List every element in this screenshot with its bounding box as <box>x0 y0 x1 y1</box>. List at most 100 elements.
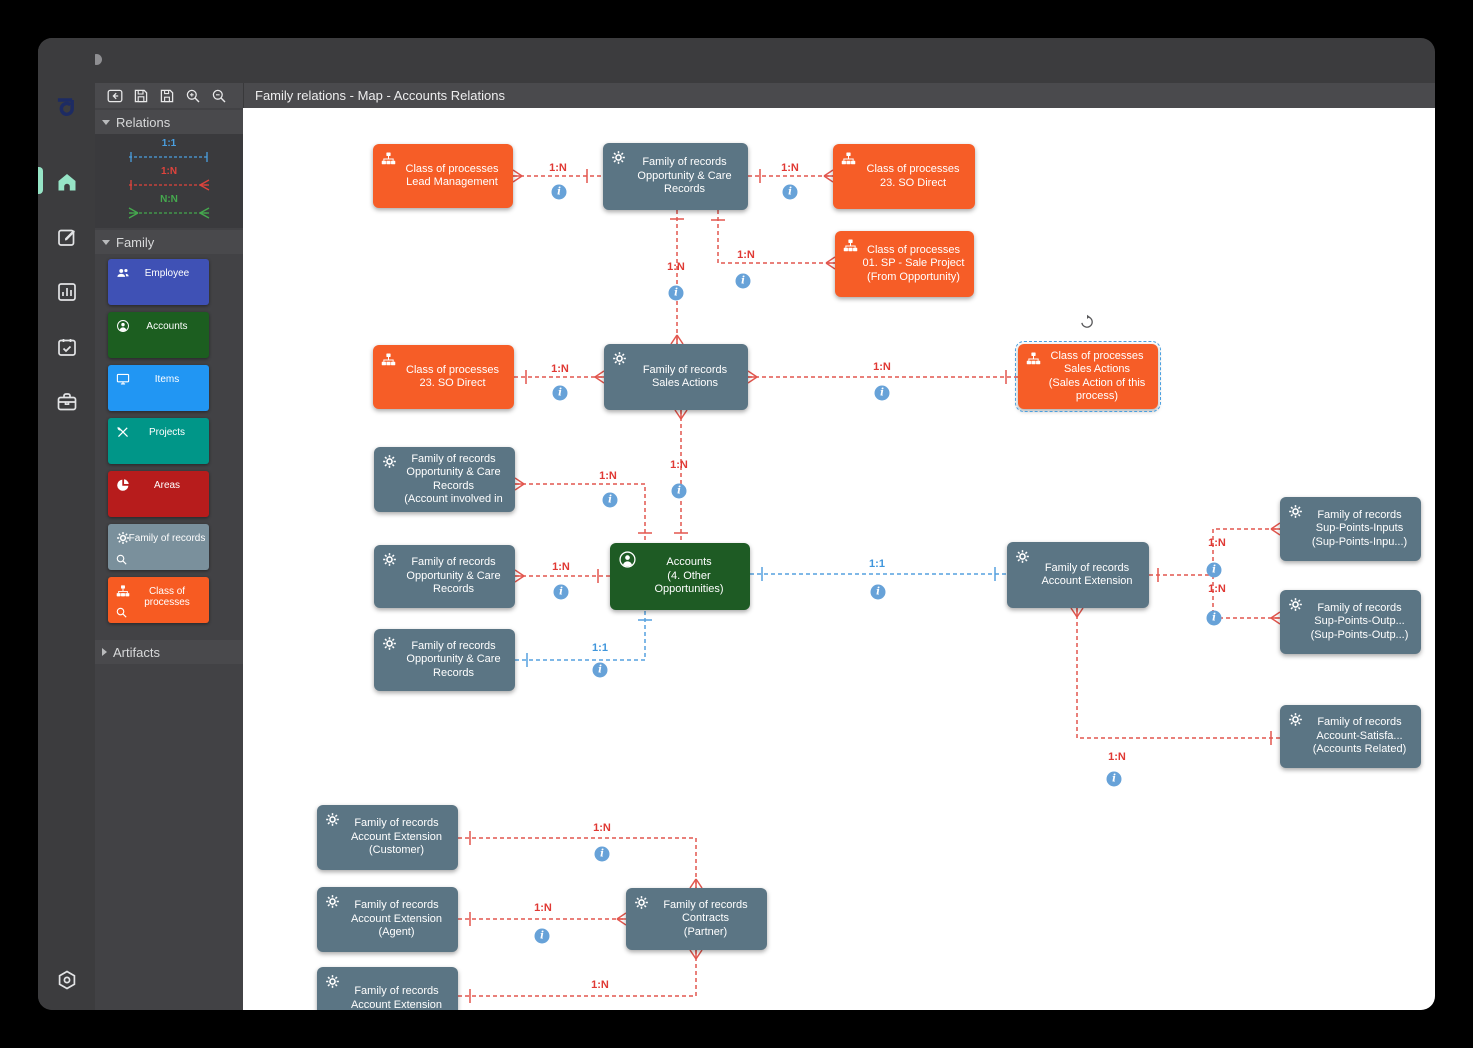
family-card-class-of-processes[interactable]: Class of processes <box>108 577 209 623</box>
family-card-areas[interactable]: Areas <box>108 471 209 517</box>
edge-bottom-extension-to-contracts[interactable] <box>458 950 697 997</box>
info-icon[interactable] <box>870 584 886 600</box>
section-artifacts[interactable]: Artifacts <box>95 640 243 664</box>
edge-account-extension-to-satisfaction[interactable] <box>1076 608 1280 739</box>
search-icon[interactable] <box>115 606 128 619</box>
search-icon[interactable] <box>115 553 128 566</box>
rail-item-reports[interactable] <box>38 280 95 304</box>
family-card-items[interactable]: Items <box>108 365 209 411</box>
rail-item-cases[interactable] <box>38 390 95 414</box>
refresh-icon[interactable] <box>1079 314 1095 330</box>
legend-label: 1:N <box>160 166 178 177</box>
node-label-line: (Sales Action of this <box>1048 376 1146 389</box>
node-label-line: Family of records <box>663 898 748 911</box>
node-label-line: Sales Actions <box>651 377 719 389</box>
edge-account-involved-to-accounts[interactable] <box>515 483 646 543</box>
chart-icon <box>56 281 78 303</box>
info-icon[interactable] <box>671 483 687 499</box>
gear-icon <box>1288 712 1303 727</box>
app-window: Family relations - Map - Accounts Relati… <box>38 38 1435 1010</box>
save-button[interactable] <box>133 88 149 104</box>
relations-legend: 1:1 1:N N:N <box>95 134 243 228</box>
node-label-line: Opportunity & Care <box>406 466 501 478</box>
edge-customer-to-contracts[interactable] <box>458 837 697 888</box>
info-icon[interactable] <box>552 385 568 401</box>
node-label-line: Records <box>433 666 474 679</box>
users-icon <box>116 266 130 280</box>
info-icon[interactable] <box>1206 562 1222 578</box>
zoom-in-button[interactable] <box>185 88 201 104</box>
person-circle-icon <box>618 550 637 569</box>
info-icon[interactable] <box>1106 771 1122 787</box>
rail-item-home[interactable] <box>38 170 95 194</box>
back-button[interactable] <box>107 88 123 104</box>
family-card-label: Items <box>154 374 180 385</box>
caret-down-icon <box>102 239 110 245</box>
family-card-employee[interactable]: Employee <box>108 259 209 305</box>
rail-item-edit[interactable] <box>38 225 95 249</box>
node-label-line: Sup-Points-Inputs <box>1315 522 1404 535</box>
info-icon[interactable] <box>1206 610 1222 626</box>
rail-item-planning[interactable] <box>38 335 95 359</box>
info-icon[interactable] <box>782 184 798 200</box>
zoom-out-button[interactable] <box>211 88 227 104</box>
map-canvas[interactable]: 1:N1:N1:N1:N1:N1:N1:N1:N1:N1:11:11:N1:N1… <box>243 108 1435 1010</box>
info-icon[interactable] <box>735 273 751 289</box>
family-card-family-of-records[interactable]: Family of records <box>108 524 209 570</box>
app-logo[interactable] <box>47 87 85 125</box>
info-icon[interactable] <box>602 492 618 508</box>
family-card-projects[interactable]: Projects <box>108 418 209 464</box>
section-relations[interactable]: Relations <box>95 110 243 134</box>
node-label-line: Family of records <box>1317 601 1402 614</box>
family-card-label: Employee <box>144 268 190 279</box>
edge-account-extension-to-sup-inputs[interactable] <box>1212 528 1280 575</box>
info-icon[interactable] <box>668 285 684 301</box>
legend-N-N: N:N <box>123 194 215 224</box>
save-as-button[interactable] <box>159 88 175 104</box>
rail-item-settings[interactable] <box>38 968 95 992</box>
info-icon[interactable] <box>874 385 890 401</box>
info-icon[interactable] <box>534 928 550 944</box>
family-card-accounts[interactable]: Accounts <box>108 312 209 358</box>
info-icon[interactable] <box>553 584 569 600</box>
node-label-line: 23. SO Direct <box>419 377 486 389</box>
info-icon[interactable] <box>594 846 610 862</box>
node-label-line: Class of processes <box>867 243 960 256</box>
legend-label: 1:1 <box>161 138 177 149</box>
gear-icon <box>325 812 340 827</box>
edge-opportunity-bottom-to-accounts[interactable] <box>515 610 646 661</box>
sitemap-icon <box>381 151 396 166</box>
edge-account-extension-to-sup-outputs[interactable] <box>1212 575 1280 619</box>
caret-right-icon <box>102 648 107 656</box>
calendar-icon <box>56 336 78 358</box>
edge-opportunity-to-sp-sale[interactable] <box>717 210 835 264</box>
node-label-line: Class of processes <box>405 162 499 175</box>
family-card-label: Class of processes <box>144 586 190 608</box>
node-label-line: Family of records <box>354 899 439 912</box>
map-title: Family relations - Map - Accounts Relati… <box>255 88 505 103</box>
traffic-light-3[interactable] <box>91 54 102 65</box>
info-icon[interactable] <box>592 662 608 678</box>
section-family[interactable]: Family <box>95 230 243 254</box>
info-icon[interactable] <box>551 184 567 200</box>
